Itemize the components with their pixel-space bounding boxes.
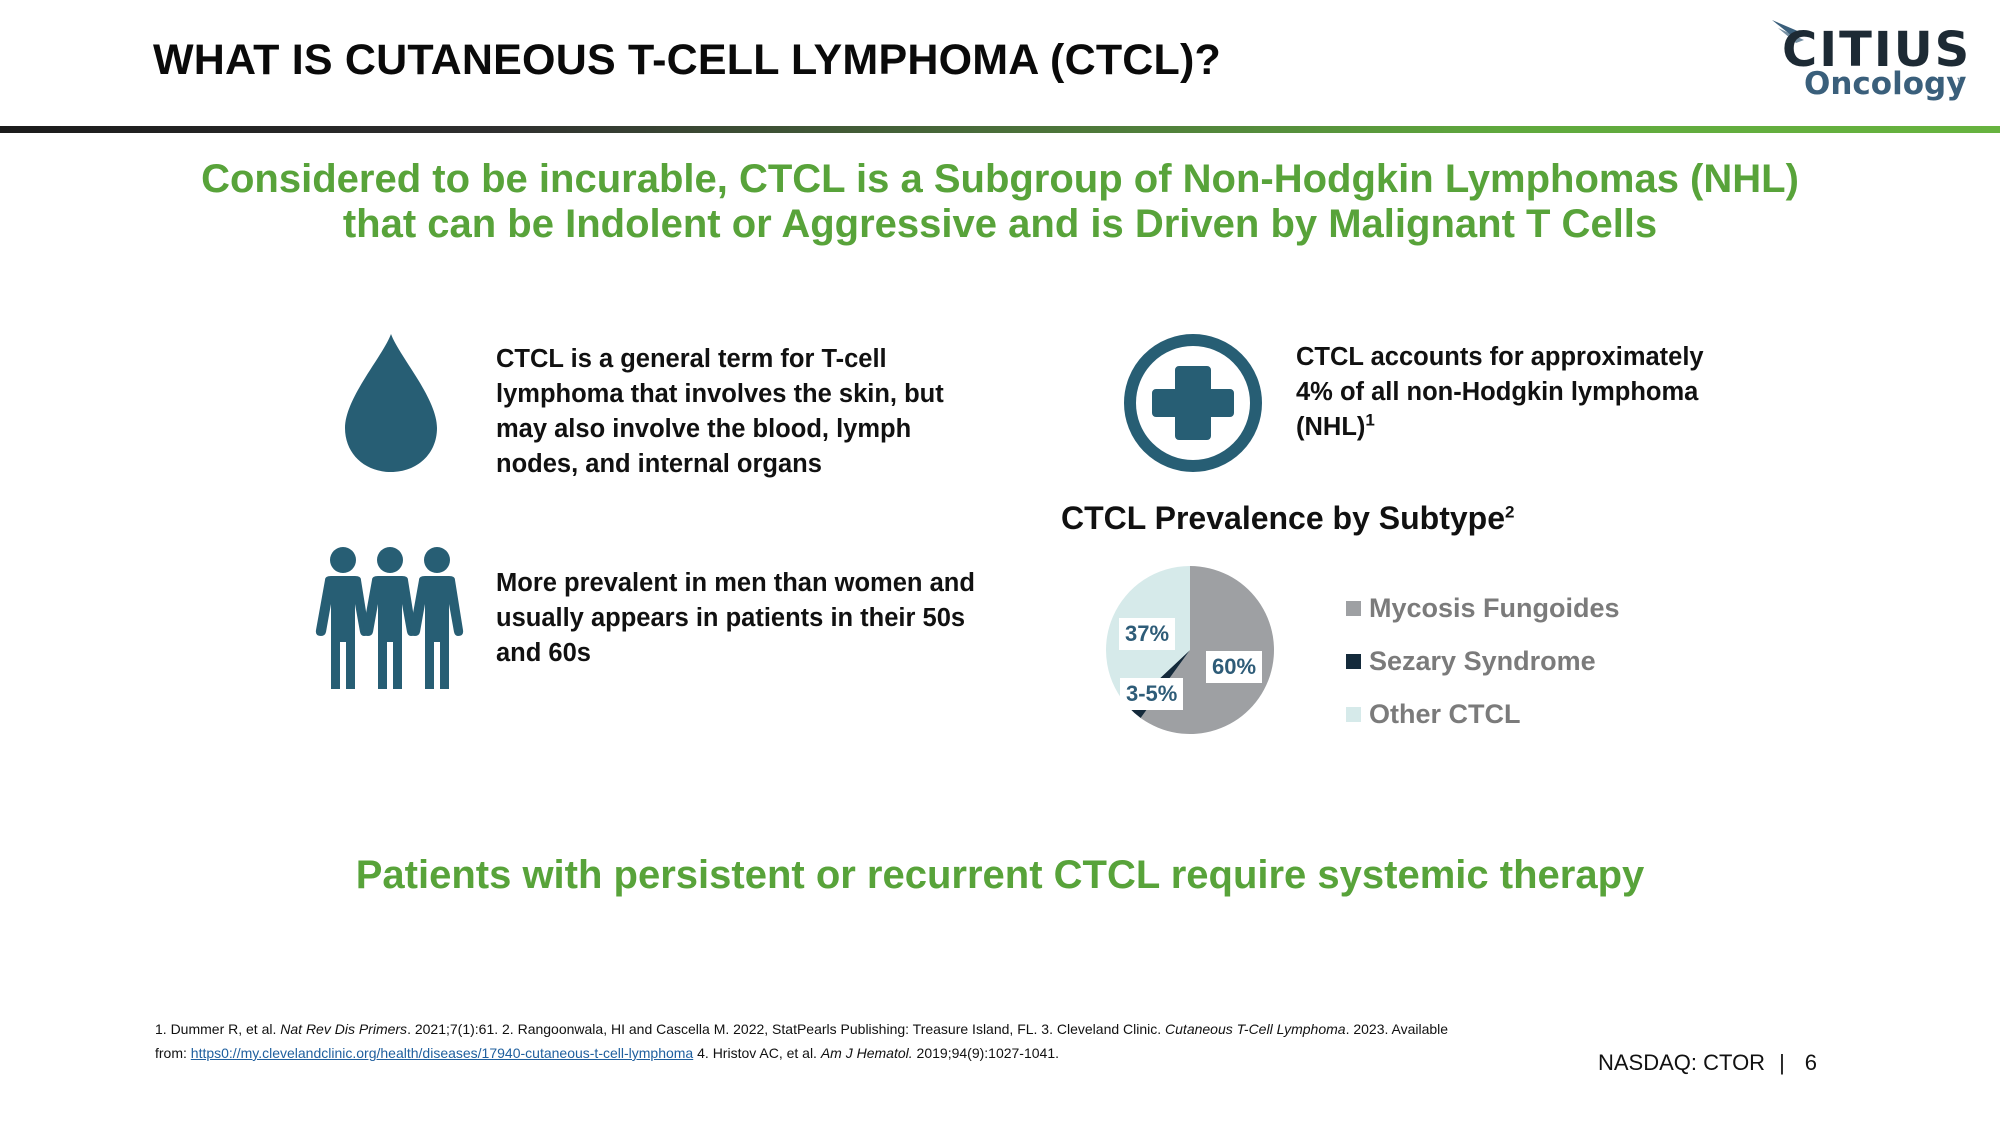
footer-separator: | xyxy=(1779,1050,1785,1075)
ref-text: 4. Hristov AC, et al. xyxy=(693,1045,821,1061)
fact-nhl-share-text: CTCL accounts for approximately 4% of al… xyxy=(1296,343,1704,441)
legend-item-other-ctcl: Other CTCL xyxy=(1346,688,1620,741)
legend-label: Mycosis Fungoides xyxy=(1369,593,1620,623)
ref-journal: Am J Hematol. xyxy=(820,1045,913,1061)
legend-swatch xyxy=(1346,601,1361,616)
chart-legend: Mycosis Fungoides Sezary Syndrome Other … xyxy=(1346,582,1620,741)
legend-label: Sezary Syndrome xyxy=(1369,646,1596,676)
nasdaq-ticker: NASDAQ: CTOR xyxy=(1598,1050,1766,1075)
fact-demographics: More prevalent in men than women and usu… xyxy=(496,569,975,667)
ref-journal: Nat Rev Dis Primers xyxy=(280,1021,408,1037)
logo-trademark: ™ xyxy=(1956,76,1965,86)
headline-line-2: that can be Indolent or Aggressive and i… xyxy=(342,202,1658,246)
footnote-ref-2: 2 xyxy=(1505,502,1515,522)
references-footnote: 1. Dummer R, et al. Nat Rev Dis Primers.… xyxy=(155,1017,1455,1065)
footnote-ref-1: 1 xyxy=(1365,410,1375,430)
logo-oncology-text: Oncology xyxy=(1804,66,1967,102)
pie-label-sezary-syndrome: 3-5% xyxy=(1120,678,1184,710)
page-number: 6 xyxy=(1804,1050,1818,1075)
fact-nhl-share: CTCL accounts for approximately 4% of al… xyxy=(1296,340,1716,445)
logo-citius-text: CITIUS xyxy=(1782,22,1972,78)
reference-link[interactable]: https0://my.clevelandclinic.org/health/d… xyxy=(190,1045,694,1061)
pie-label-other-ctcl: 37% xyxy=(1119,618,1176,650)
ref-text: . 2023. Available from: xyxy=(155,1021,1449,1061)
prevalence-pie-chart xyxy=(1106,566,1274,734)
people-group-icon xyxy=(315,547,464,689)
ref-text: . 2021;7(1):61. 2. Rangoonwala, HI and C… xyxy=(407,1021,1166,1037)
legend-label: Other CTCL xyxy=(1369,699,1521,729)
blood-drop-icon xyxy=(345,334,437,472)
logo-swoosh-icon xyxy=(1772,20,1804,43)
slide-title: WHAT IS CUTANEOUS T-CELL LYMPHOMA (CTCL)… xyxy=(153,36,1221,84)
ref-text: 1. Dummer R, et al. xyxy=(155,1021,281,1037)
medical-cross-icon xyxy=(1124,334,1262,472)
fact-skin-involvement: CTCL is a general term for T-cell lympho… xyxy=(496,345,944,478)
pie-label-mycosis-fungoides: 60% xyxy=(1206,651,1263,683)
chart-title-text: CTCL Prevalence by Subtype xyxy=(1061,500,1505,536)
conclusion-statement: Patients with persistent or recurrent CT… xyxy=(355,853,1645,897)
legend-swatch xyxy=(1346,654,1361,669)
ref-journal: Cutaneous T-Cell Lymphoma xyxy=(1165,1021,1346,1037)
legend-swatch xyxy=(1346,707,1361,722)
title-divider xyxy=(0,126,2000,133)
chart-title: CTCL Prevalence by Subtype2 xyxy=(1061,500,1514,537)
ref-text: 2019;94(9):1027-1041. xyxy=(912,1045,1059,1061)
citius-logo: CITIUS Oncology ™ xyxy=(1770,18,1970,102)
legend-item-sezary-syndrome: Sezary Syndrome xyxy=(1346,635,1620,688)
headline-line-1: Considered to be incurable, CTCL is a Su… xyxy=(201,157,1799,201)
footer-info: NASDAQ: CTOR | 6 xyxy=(1598,1050,1817,1076)
legend-item-mycosis-fungoides: Mycosis Fungoides xyxy=(1346,582,1620,635)
